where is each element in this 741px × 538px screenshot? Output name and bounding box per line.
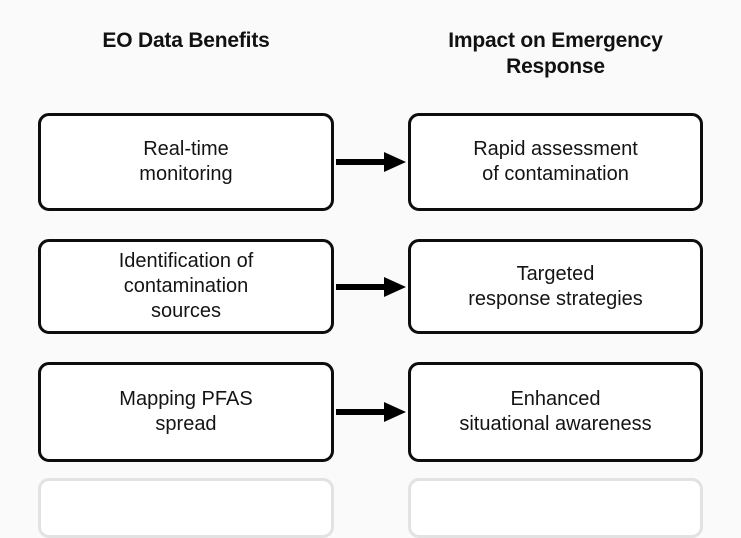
- benefit-box-label: Mapping PFAS spread: [119, 388, 253, 435]
- benefit-box[interactable]: Identification of contamination sources: [38, 239, 334, 334]
- column-header-left: EO Data Benefits: [102, 29, 270, 52]
- impact-box-label: Targeted response strategies: [468, 262, 643, 310]
- benefit-box-label: Identification of contamination sources: [118, 250, 254, 322]
- arrow-right-icon: [336, 151, 408, 173]
- column-header-right: Impact on Emergency Response: [448, 29, 663, 78]
- impact-box[interactable]: [408, 478, 703, 538]
- impact-box[interactable]: Enhanced situational awareness: [408, 362, 703, 462]
- arrow-right-icon: [336, 276, 408, 298]
- flow-row: Identification of contamination sources …: [0, 239, 741, 334]
- benefit-box[interactable]: Real-time monitoring: [38, 113, 334, 211]
- arrow-right-icon: [336, 401, 408, 423]
- flow-row: Real-time monitoring Rapid assessment of…: [0, 113, 741, 211]
- benefit-box-label: Real-time monitoring: [139, 138, 233, 185]
- diagram-canvas: EO Data Benefits Impact on Emergency Res…: [0, 29, 741, 538]
- benefit-box[interactable]: [38, 478, 334, 538]
- impact-box-label: Rapid assessment of contamination: [473, 138, 638, 185]
- impact-box-label: Enhanced situational awareness: [459, 388, 652, 435]
- flow-row: Mapping PFAS spread Enhanced situational…: [0, 362, 741, 462]
- impact-box[interactable]: Targeted response strategies: [408, 239, 703, 334]
- benefit-box[interactable]: Mapping PFAS spread: [38, 362, 334, 462]
- flow-row-partial: [0, 478, 741, 538]
- impact-box[interactable]: Rapid assessment of contamination: [408, 113, 703, 211]
